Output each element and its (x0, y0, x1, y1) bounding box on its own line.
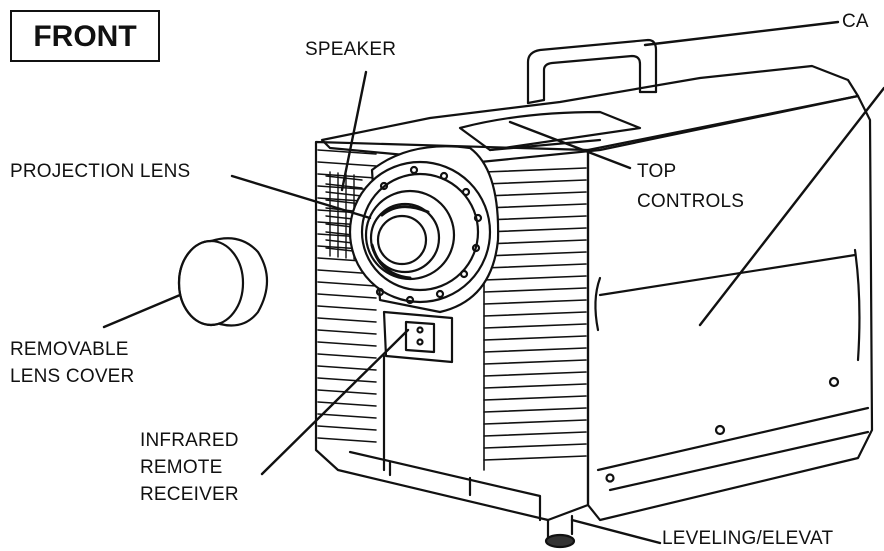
removable-lens-cover (177, 237, 268, 327)
leader-lens-cover (102, 293, 182, 329)
front-title: FRONT (33, 20, 137, 53)
label-top-controls-line1: TOP (637, 161, 677, 182)
right-vent-louvers (483, 164, 587, 471)
leveling-foot (544, 514, 576, 549)
label-top-controls-line2: CONTROLS (637, 191, 745, 212)
label-carrying-handle: CA (842, 11, 869, 32)
label-infrared-line3: RECEIVER (140, 484, 239, 505)
leader-right-pointer (698, 86, 884, 327)
leader-leveling (570, 518, 662, 545)
label-lens-cover-line2: LENS COVER (10, 366, 135, 387)
leader-projection-lens (230, 174, 372, 220)
infrared-remote-receiver (382, 310, 454, 472)
projection-lens (348, 145, 500, 314)
label-leveling: LEVELING/ELEVAT (662, 528, 834, 549)
leader-speaker (340, 70, 368, 192)
label-lens-cover-line1: REMOVABLE (10, 339, 129, 360)
label-projection-lens: PROJECTION LENS (10, 161, 191, 182)
leader-top-controls (508, 120, 632, 170)
carrying-handle (526, 38, 658, 105)
label-infrared-line1: INFRARED (140, 430, 239, 451)
label-infrared-line2: REMOTE (140, 457, 223, 478)
leader-carrying-handle (643, 20, 840, 47)
projector-side (586, 94, 874, 522)
projector-top (320, 64, 860, 164)
leader-infrared (260, 328, 410, 476)
label-speaker: SPEAKER (305, 39, 397, 60)
leader-lines (102, 20, 884, 545)
front-title-box: FRONT (10, 10, 160, 62)
